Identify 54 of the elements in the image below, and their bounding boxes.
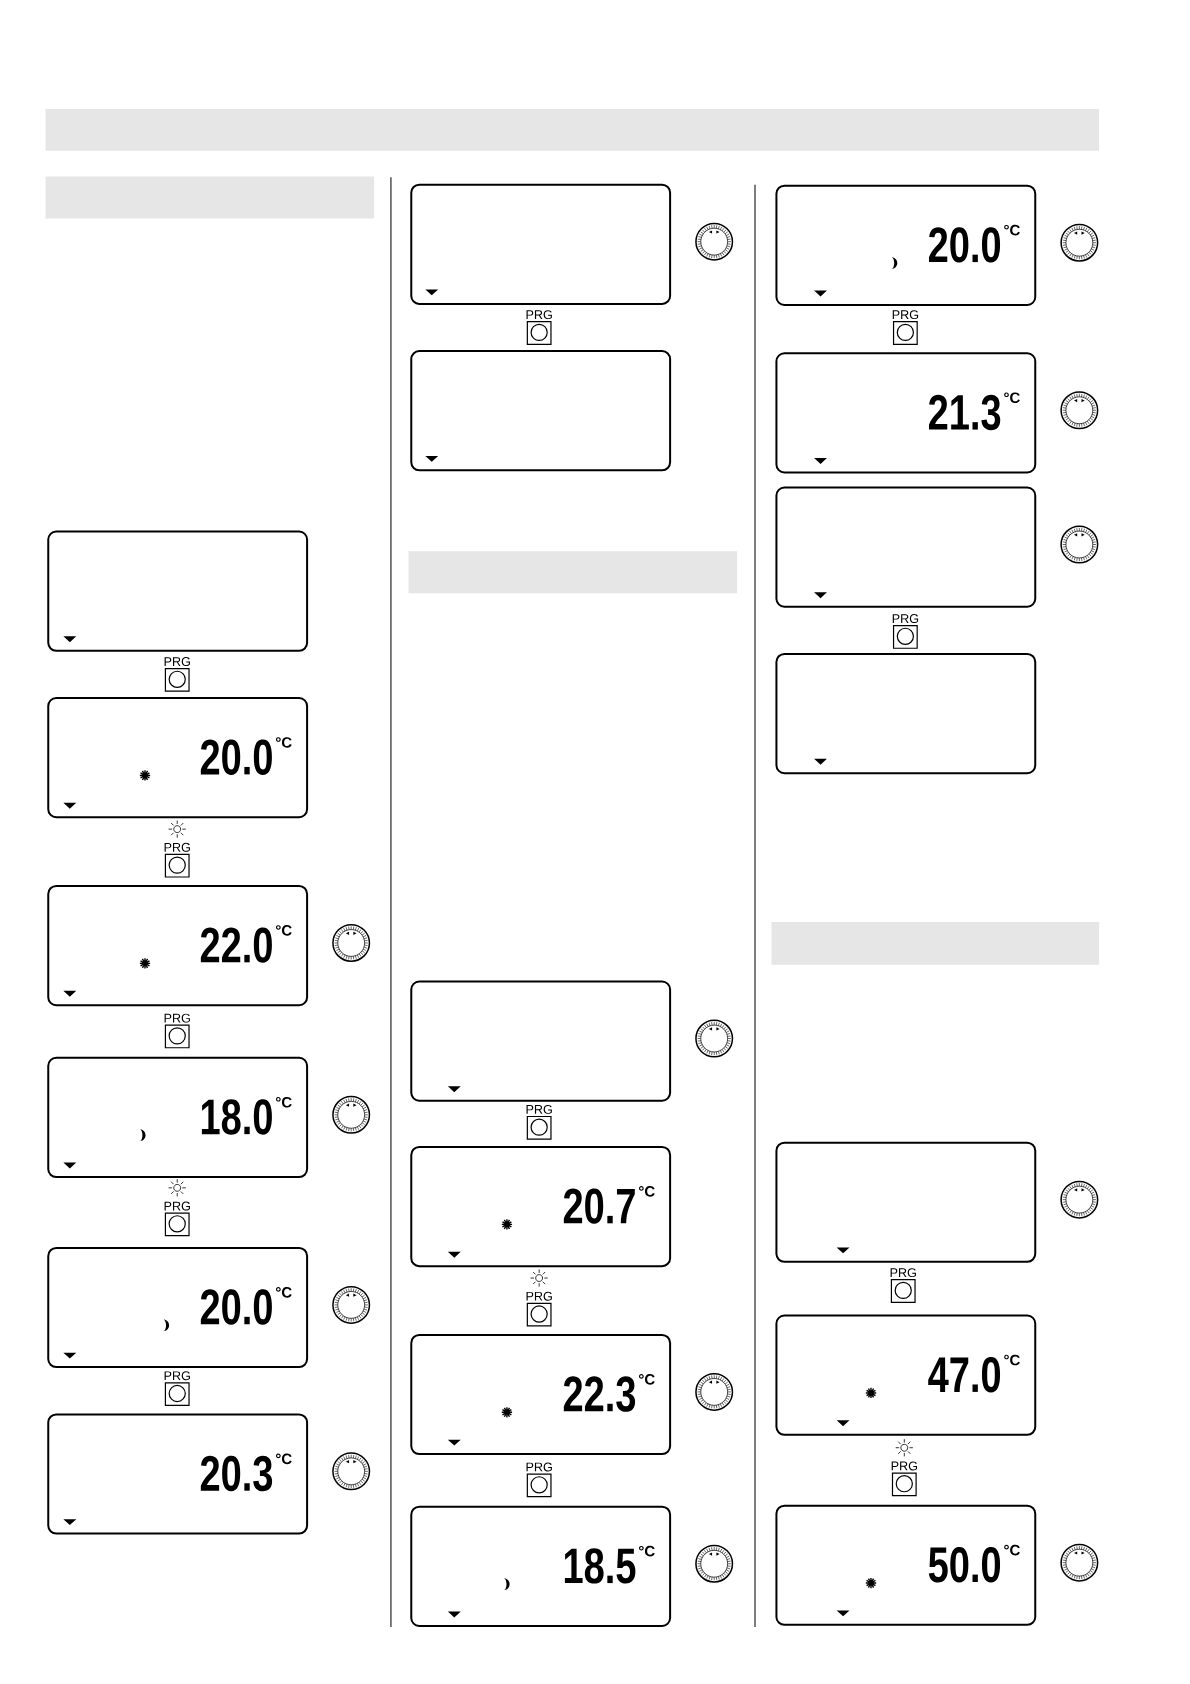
- unit-label: °C: [639, 1186, 655, 1197]
- node-label: PRG: [526, 1291, 552, 1301]
- unit-label: °C: [1004, 392, 1020, 404]
- unit-label: °C: [639, 1374, 655, 1385]
- node-label: PRG: [892, 310, 919, 320]
- unit-label: °C: [276, 1287, 292, 1298]
- push-button: PRG: [526, 1291, 552, 1327]
- push-button: PRG: [892, 310, 919, 345]
- push-button: PRG: [164, 657, 190, 692]
- heading-bar: [771, 921, 1100, 965]
- node-label: PRG: [890, 1268, 916, 1278]
- temperature-reading: 18.0: [201, 1099, 272, 1135]
- temperature-reading: 22.3: [563, 1376, 636, 1412]
- temperature-reading: 21.3: [929, 394, 1001, 431]
- node-label: PRG: [164, 657, 190, 667]
- push-button: PRG: [526, 1104, 552, 1140]
- push-button: PRG: [892, 614, 919, 649]
- node-label: PRG: [891, 1461, 918, 1471]
- push-button: PRG: [526, 1462, 552, 1498]
- unit-label: °C: [639, 1545, 655, 1557]
- unit-label: °C: [276, 1453, 292, 1465]
- node-label: PRG: [526, 310, 552, 320]
- unit-label: °C: [276, 737, 292, 748]
- push-button: PRG: [164, 1371, 190, 1406]
- node-label: PRG: [164, 842, 190, 852]
- node-label: PRG: [164, 1013, 190, 1023]
- heading-bar: [45, 176, 375, 219]
- node-label: PRG: [164, 1371, 190, 1381]
- temperature-reading: 18.5: [564, 1548, 636, 1584]
- temperature-reading: 20.0: [929, 227, 1001, 263]
- push-button: PRG: [526, 310, 552, 345]
- unit-label: °C: [1004, 1544, 1020, 1556]
- push-button: PRG: [164, 842, 190, 878]
- unit-label: °C: [1004, 224, 1020, 236]
- push-button: PRG: [890, 1268, 916, 1303]
- node-label: PRG: [526, 1104, 552, 1114]
- push-button: PRG: [891, 1461, 918, 1497]
- temperature-reading: 20.7: [563, 1188, 635, 1224]
- unit-label: °C: [1004, 1354, 1020, 1366]
- heading-bar: [408, 551, 738, 594]
- node-label: PRG: [164, 1201, 190, 1211]
- unit-label: °C: [276, 1096, 292, 1108]
- heading-bar: [45, 108, 1100, 151]
- node-label: PRG: [526, 1462, 552, 1472]
- temperature-reading: 20.0: [200, 1289, 272, 1325]
- temperature-reading: 20.3: [200, 1455, 273, 1492]
- temperature-reading: 20.0: [200, 739, 272, 775]
- temperature-reading: 47.0: [928, 1357, 1001, 1393]
- unit-label: °C: [276, 925, 292, 936]
- push-button: PRG: [164, 1013, 190, 1049]
- temperature-reading: 50.0: [928, 1547, 1001, 1583]
- push-button: PRG: [164, 1201, 190, 1237]
- temperature-reading: 22.0: [200, 927, 272, 963]
- node-label: PRG: [892, 614, 919, 624]
